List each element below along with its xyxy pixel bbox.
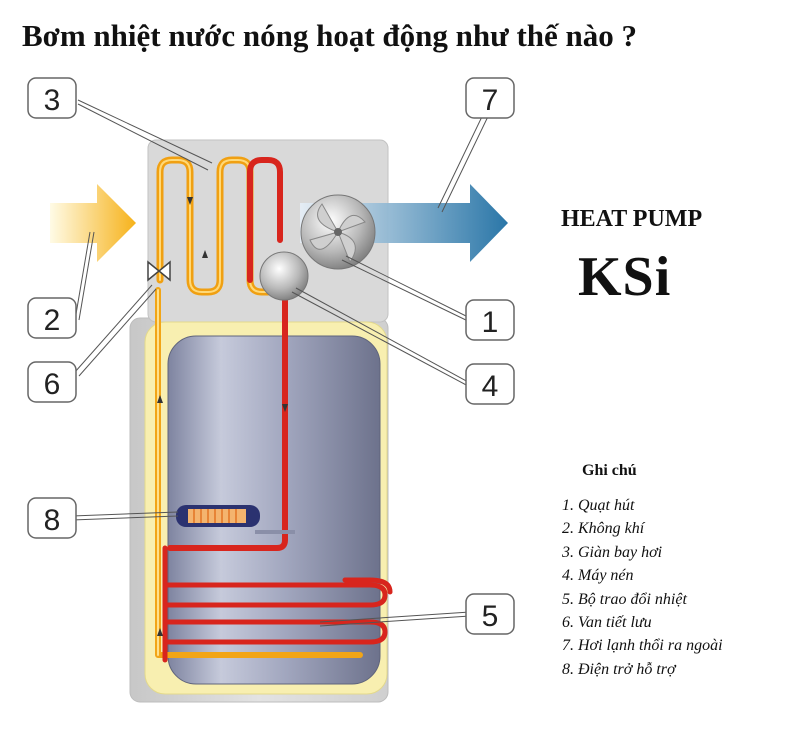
callout-5-label: 5 — [482, 600, 499, 633]
callout-8-label: 8 — [44, 504, 61, 537]
callout-8: 8 — [27, 497, 77, 539]
refrigerant-pipes — [155, 287, 393, 663]
callout-4: 4 — [465, 363, 515, 405]
callout-6: 6 — [27, 361, 77, 403]
callout-2-label: 2 — [44, 304, 61, 337]
callout-2: 2 — [27, 297, 77, 339]
legend-title: Ghi chú — [582, 462, 637, 479]
fan — [300, 194, 376, 270]
page-title: Bơm nhiệt nước nóng hoạt động như thế nà… — [22, 18, 638, 53]
legend-item: 7. Hơi lạnh thổi ra ngoài — [562, 637, 723, 655]
legend-item: 3. Giàn bay hơi — [562, 543, 663, 561]
brand-title: HEAT PUMP — [561, 206, 703, 232]
legend-item: 4. Máy nén — [562, 567, 634, 585]
legend-list: 1. Quạt hút 2. Không khí 3. Giàn bay hơi… — [562, 494, 723, 681]
callout-5: 5 — [465, 593, 515, 635]
legend-item: 5. Bộ trao đổi nhiệt — [562, 590, 687, 608]
heating-element — [176, 505, 295, 534]
callout-3: 3 — [27, 77, 77, 119]
callout-7-label: 7 — [482, 84, 499, 117]
water-tank — [167, 335, 381, 685]
legend-item: 6. Van tiết lưu — [562, 614, 652, 632]
expansion-valve — [147, 260, 171, 282]
flow-arrows — [157, 197, 288, 636]
callout-3-label: 3 — [44, 84, 61, 117]
callout-4-label: 4 — [482, 370, 499, 403]
callout-6-label: 6 — [44, 368, 61, 401]
callout-1-label: 1 — [482, 306, 499, 339]
callout-1: 1 — [465, 299, 515, 341]
callout-7: 7 — [465, 77, 515, 119]
legend-item: 8. Điện trở hỗ trợ — [562, 660, 676, 678]
legend-item: 2. Không khí — [562, 520, 645, 538]
evaporator-coil — [156, 156, 283, 296]
compressor — [259, 251, 309, 301]
legend-item: 1. Quạt hút — [562, 497, 635, 514]
legend: Ghi chú 1. Quạt hút 2. Không khí 3. Giàn… — [562, 462, 723, 681]
warm-air-arrow — [50, 184, 136, 262]
brand-model: KSi — [578, 246, 672, 308]
